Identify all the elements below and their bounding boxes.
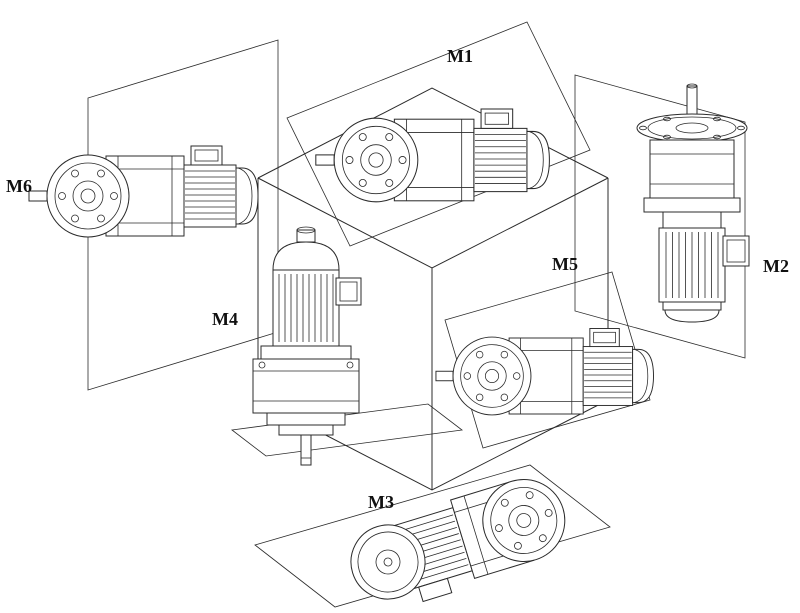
- motor-m4: [252, 226, 362, 466]
- label-m4: M4: [212, 309, 238, 329]
- m3-mounting-plane: [254, 464, 611, 608]
- label-m1: M1: [447, 46, 473, 66]
- label-m2: M2: [763, 256, 789, 276]
- motor-m2: [636, 83, 750, 323]
- motor-m5: [435, 328, 654, 416]
- isometric-cube: [257, 87, 609, 491]
- motor-m1: [315, 108, 550, 203]
- label-m5: M5: [552, 254, 578, 274]
- label-m6: M6: [6, 176, 32, 196]
- motor-m6: [28, 145, 259, 238]
- m1-mounting-plane: [286, 21, 591, 247]
- m4-mounting-plane: [230, 403, 464, 457]
- label-m3: M3: [368, 492, 394, 512]
- motor-m3: [350, 478, 566, 603]
